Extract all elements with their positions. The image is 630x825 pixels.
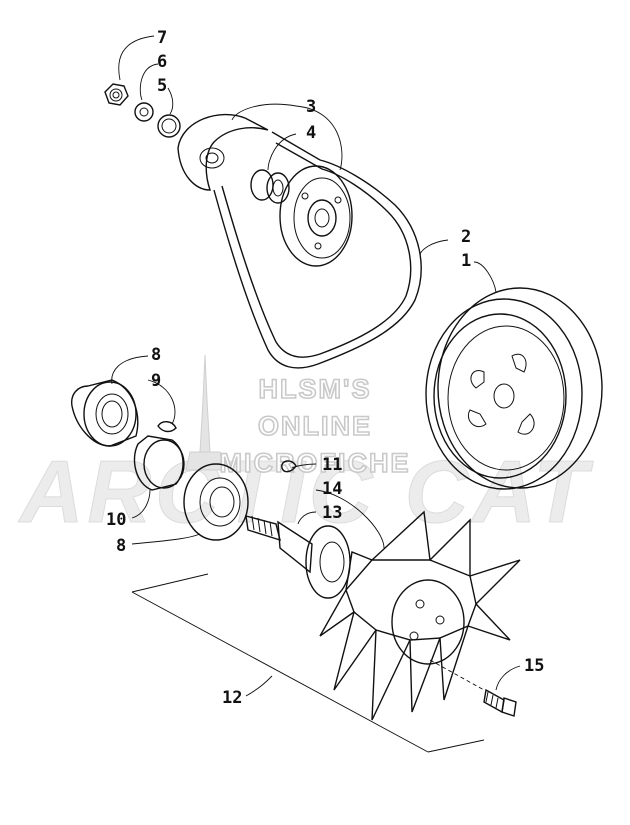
pulley-front-3 — [279, 165, 353, 267]
bolt-15 — [429, 659, 517, 717]
pulley-half-3-back — [177, 113, 269, 191]
callout-11: 11 — [322, 455, 342, 475]
callout-4: 4 — [306, 123, 316, 143]
callout-10: 10 — [106, 510, 126, 530]
bearing-8-upper — [71, 379, 139, 447]
watermark-brand: ARCTIC CAT — [18, 442, 593, 541]
watermark-line-3: MICROFICHE — [220, 448, 411, 478]
flat-washer-5 — [157, 114, 181, 138]
callout-5: 5 — [157, 76, 167, 96]
callout-1: 1 — [461, 251, 471, 271]
lock-washer-6 — [134, 102, 154, 122]
watermark-spire-icon — [185, 354, 225, 471]
driven-pulley-1 — [425, 287, 603, 490]
bearing-8-lower — [183, 463, 249, 541]
callout-3: 3 — [306, 97, 316, 117]
watermark: ARCTIC CAT HLSM'S ONLINE MICROFICHE — [18, 354, 593, 542]
callout-8-lower: 8 — [116, 536, 126, 556]
callout-6: 6 — [157, 52, 167, 72]
callout-labels: 7 6 5 3 4 2 1 8 9 11 14 13 10 8 15 12 — [106, 28, 544, 708]
fan-14 — [319, 510, 521, 721]
callout-14: 14 — [322, 479, 342, 499]
watermark-line-2: ONLINE — [258, 411, 372, 441]
callout-13: 13 — [322, 503, 342, 523]
callout-2: 2 — [461, 227, 471, 247]
snap-ring-9 — [157, 421, 177, 433]
callout-8-upper: 8 — [151, 345, 161, 365]
callout-12: 12 — [222, 688, 242, 708]
watermark-line-1: HLSM'S — [259, 374, 372, 404]
drive-belt — [213, 131, 422, 369]
callout-7: 7 — [157, 28, 167, 48]
spacer-10 — [133, 435, 185, 491]
nut-7 — [104, 83, 129, 106]
callout-9: 9 — [151, 371, 161, 391]
callout-15: 15 — [524, 656, 544, 676]
spacer-4 — [250, 169, 290, 204]
assembly-bracket-12 — [131, 573, 485, 753]
leader-lines — [111, 35, 521, 697]
